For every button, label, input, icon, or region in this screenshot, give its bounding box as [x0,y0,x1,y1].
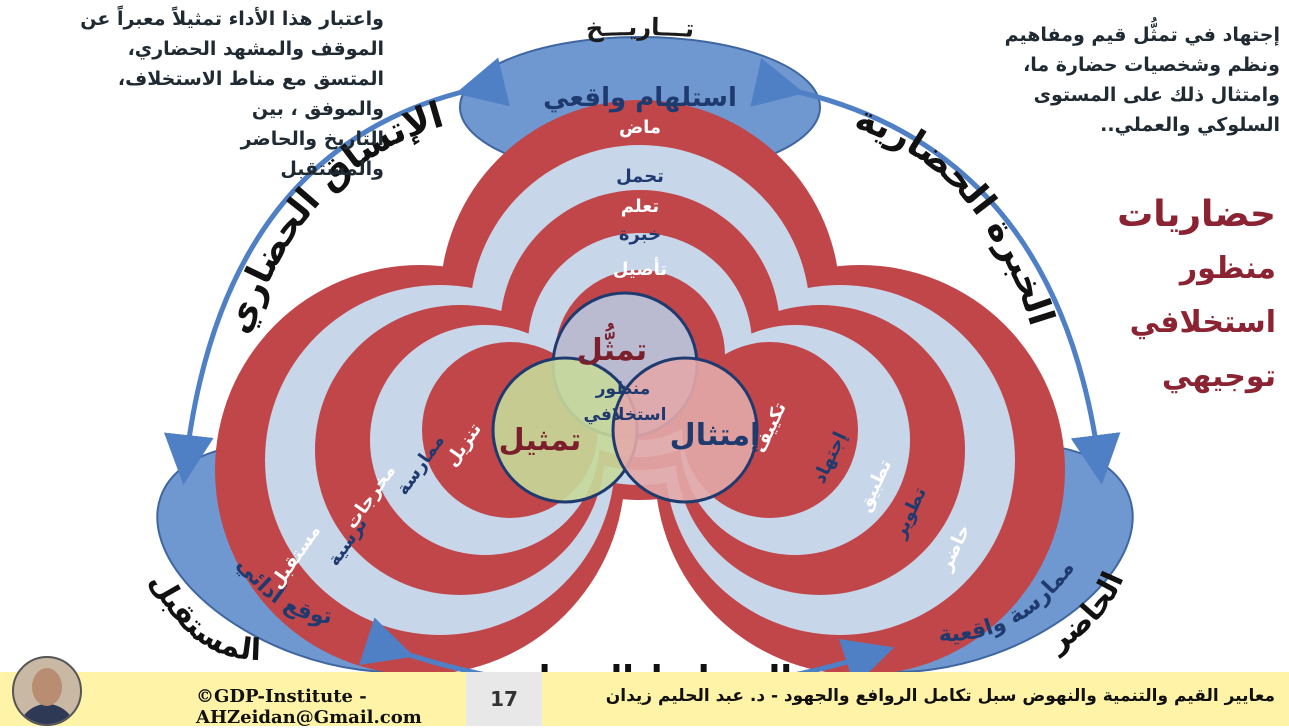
top-lobe-label: استلهام واقعي [543,83,737,113]
right-paragraph-line: السلوكي والعملي.. [1100,114,1280,136]
left-paragraph-line: واعتبار هذا الأداء تمثيلاً معبراً عن [80,8,384,30]
venn [491,291,759,504]
left-paragraph-line: والموفق ، بين [251,98,384,120]
core-label-1: منظور [595,379,650,399]
ring-label-top-5: تأصيل [613,257,667,280]
left-paragraph-line: الموقف والمشهد الحضاري، [127,38,384,60]
side-title-line-4: توجيهي [1161,359,1276,394]
arrow-right [750,57,1121,485]
venn-right-label: إمتثال [670,418,761,453]
arrow-left [163,57,510,485]
side-title-line-2: منظور [1179,251,1276,286]
ring-label-top-3: تعلم [621,196,659,217]
footer: ©GDP-Institute - AHZeidan@Gmail.com 17 م… [0,672,1289,728]
side-title: حضاريات منظور استخلافي توجيهي [1040,188,1276,404]
right-paragraph: إجتهاد في تمثُّل قيم ومفاهيم ونظم وشخصيا… [910,20,1280,140]
top-ring-labels: ماض تحمل تعلم خبرة تأصيل [613,117,667,280]
ring-label-top-2: تحمل [616,166,664,187]
top-label: تـــاريـــخ [585,13,695,43]
side-title-line-1: حضاريات [1117,194,1276,235]
avatar [12,656,82,726]
venn-left-label: تمثيل [499,423,582,458]
footer-title: معايير القيم والتنمية والنهوض سبل تكامل … [605,686,1275,706]
side-title-line-3: استخلافي [1129,305,1276,340]
footer-right-band: معايير القيم والتنمية والنهوض سبل تكامل … [542,672,1289,726]
left-paragraph: واعتبار هذا الأداء تمثيلاً معبراً عن الم… [14,4,384,184]
right-paragraph-line: وامتثال ذلك على المستوى [1033,84,1280,106]
ring-label-top-1: ماض [619,117,661,138]
core-label-2: استخلافي [584,405,667,425]
right-paragraph-line: إجتهاد في تمثُّل قيم ومفاهيم [1004,24,1280,46]
ring-label-top-4: خبرة [619,224,661,245]
page-number: 17 [466,672,542,726]
left-paragraph-line: المتسق مع مناط الاستخلاف، [117,68,384,90]
footer-email: ©GDP-Institute - AHZeidan@Gmail.com [196,686,422,728]
left-paragraph-line: التاريخ والحاضر [240,128,384,150]
left-paragraph-line: والمستقبل [280,158,384,180]
right-paragraph-line: ونظم وشخصيات حضارة ما، [1023,54,1280,76]
